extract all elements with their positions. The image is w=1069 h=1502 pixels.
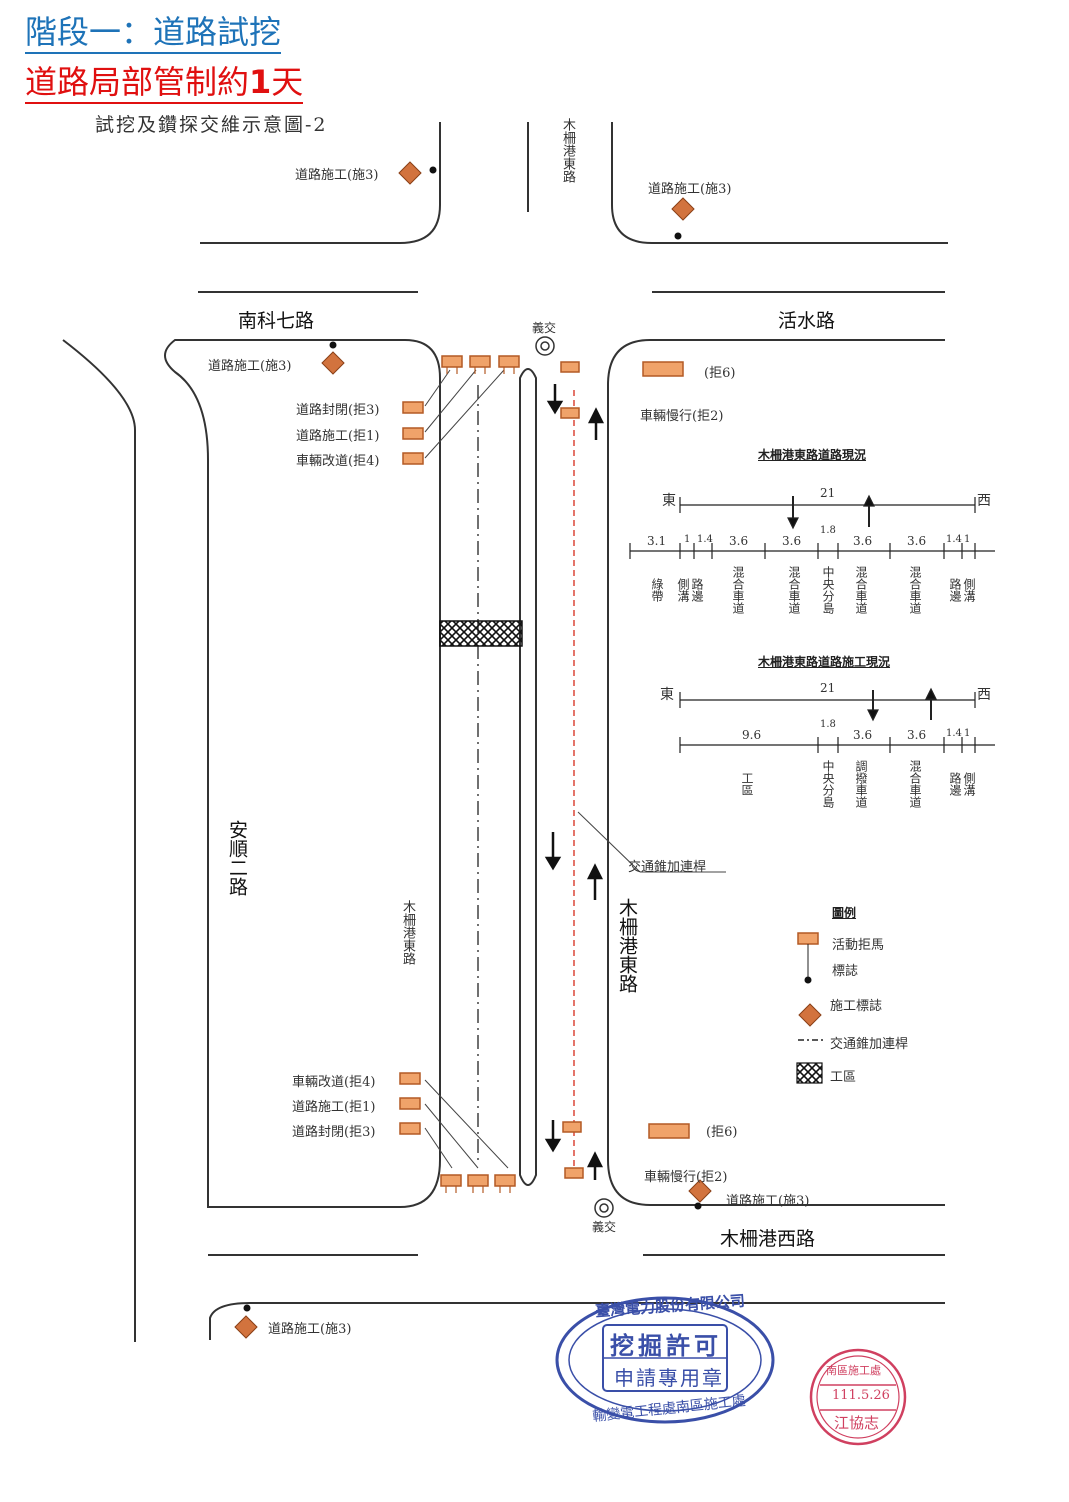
stamp-purpose: 申請專用章 (614, 1366, 724, 1390)
road-edge-top-right (611, 122, 948, 244)
width-work: 9.6 (742, 728, 762, 742)
lane-current: 混合車道 (908, 566, 922, 614)
sign-barrier-4-bottom: 車輛改道(拒4) (292, 1075, 376, 1090)
work-zone (439, 620, 523, 647)
stamp-date: 111.5.26 (832, 1388, 890, 1403)
sign-cone-bar: 交通錐加連桿 (628, 860, 707, 875)
width-work: 3.6 (853, 728, 873, 742)
width-current: 3.6 (907, 534, 927, 548)
road-muzhagang-east-top: 木柵港東路 (560, 118, 575, 183)
section-work-title: 木柵港東路道路施工現況 (758, 655, 891, 669)
sign-construction-5: 道路施工(施3) (268, 1322, 352, 1337)
lane-current: 混合車道 (787, 566, 801, 614)
legend-sign-post: 標誌 (832, 964, 859, 979)
width-current: 3.6 (853, 534, 873, 548)
sign-barrier-1-top: 道路施工(拒1) (296, 429, 380, 444)
signal-bottom (594, 1198, 614, 1218)
sign-barrier-1-bottom: 道路施工(拒1) (292, 1100, 376, 1115)
stamp-name: 江協志 (834, 1414, 880, 1432)
lane-work: 調撥車道 (854, 760, 868, 808)
road-huoshui: 活水路 (778, 310, 836, 332)
legend-construction: 施工標誌 (830, 999, 883, 1014)
sign-construction-4: 道路施工(施3) (726, 1194, 810, 1209)
sign-barrier-3-bottom: 道路封閉(拒3) (292, 1125, 376, 1140)
legend-barrier: 活動拒馬 (832, 938, 885, 953)
road-muzhagang-east: 木柵港東路 (616, 898, 638, 993)
lane-current: 側溝 (962, 578, 976, 602)
road-anshun2: 安順二路 (226, 820, 248, 896)
stamp-office: 南區施工處 (826, 1364, 881, 1377)
diagram-title: 試挖及鑽探交維示意圖-2 (95, 114, 328, 136)
section-work-total: 21 (820, 681, 836, 695)
road-muzhagang-west: 木柵港西路 (720, 1228, 816, 1250)
lane-work: 工區 (740, 772, 754, 796)
sign-barrier-4-top: 車輛改道(拒4) (296, 454, 380, 469)
lane-current: 中央分島 (821, 566, 835, 614)
section-current-west: 西 (977, 493, 991, 509)
width-work: 1.8 (820, 719, 836, 730)
stage-title: 階段一：道路試挖 (25, 12, 282, 54)
lane-current: 混合車道 (854, 566, 868, 614)
width-current: 3.6 (729, 534, 749, 548)
sign-construction-1: 道路施工(施3) (295, 168, 379, 183)
lane-work: 側溝 (962, 772, 976, 796)
sign-slow-top: 車輛慢行(拒2) (640, 409, 724, 424)
sign-barrier-6-bottom: (拒6) (706, 1125, 738, 1140)
section-current-total: 21 (820, 486, 836, 500)
legend-title: 圖例 (832, 906, 857, 920)
width-current: 1 (964, 534, 971, 545)
road-edge-top-left (200, 122, 441, 244)
width-current: 1.8 (820, 525, 836, 536)
width-work: 1.4 (946, 728, 962, 739)
lane-current: 路邊 (948, 578, 962, 602)
company-stamp (555, 1296, 775, 1424)
legend-cone: 交通錐加連桿 (830, 1037, 909, 1052)
width-current: 1.4 (946, 534, 962, 545)
signal-top (535, 336, 555, 356)
width-work: 1 (964, 728, 971, 739)
section-current-east: 東 (662, 493, 676, 509)
name-stamp (809, 1348, 907, 1446)
section-work-west: 西 (977, 687, 991, 703)
sign-barrier-3-top: 道路封閉(拒3) (296, 403, 380, 418)
sign-barrier-6-top: (拒6) (704, 366, 736, 381)
road-muzhagang-east-small: 木柵港東路 (400, 900, 415, 965)
lane-work: 中央分島 (821, 760, 835, 808)
width-current: 3.6 (782, 534, 802, 548)
lane-current: 綠帶 (650, 578, 664, 602)
width-current: 3.1 (647, 534, 667, 548)
lane-work: 混合車道 (908, 760, 922, 808)
sign-slow-bottom: 車輛慢行(拒2) (644, 1170, 728, 1185)
road-nanke7: 南科七路 (238, 310, 315, 332)
width-work: 3.6 (907, 728, 927, 742)
sign-construction-2: 道路施工(施3) (648, 182, 732, 197)
control-duration: 道路局部管制約1天 (25, 62, 304, 104)
width-current: 1 (684, 534, 691, 545)
legend-work-zone: 工區 (830, 1070, 857, 1085)
lane-current: 側溝 (676, 578, 690, 602)
lane-current: 混合車道 (731, 566, 745, 614)
section-current-title: 木柵港東路道路現況 (758, 448, 867, 462)
stamp-permit: 挖掘許可 (610, 1331, 722, 1360)
signal-label-bottom: 義交 (592, 1220, 617, 1234)
section-work-east: 東 (660, 687, 674, 703)
lane-work: 路邊 (948, 772, 962, 796)
sign-construction-3: 道路施工(施3) (208, 359, 292, 374)
lane-current: 路邊 (690, 578, 704, 602)
width-current: 1.4 (697, 534, 713, 545)
signal-label-top: 義交 (532, 321, 557, 335)
